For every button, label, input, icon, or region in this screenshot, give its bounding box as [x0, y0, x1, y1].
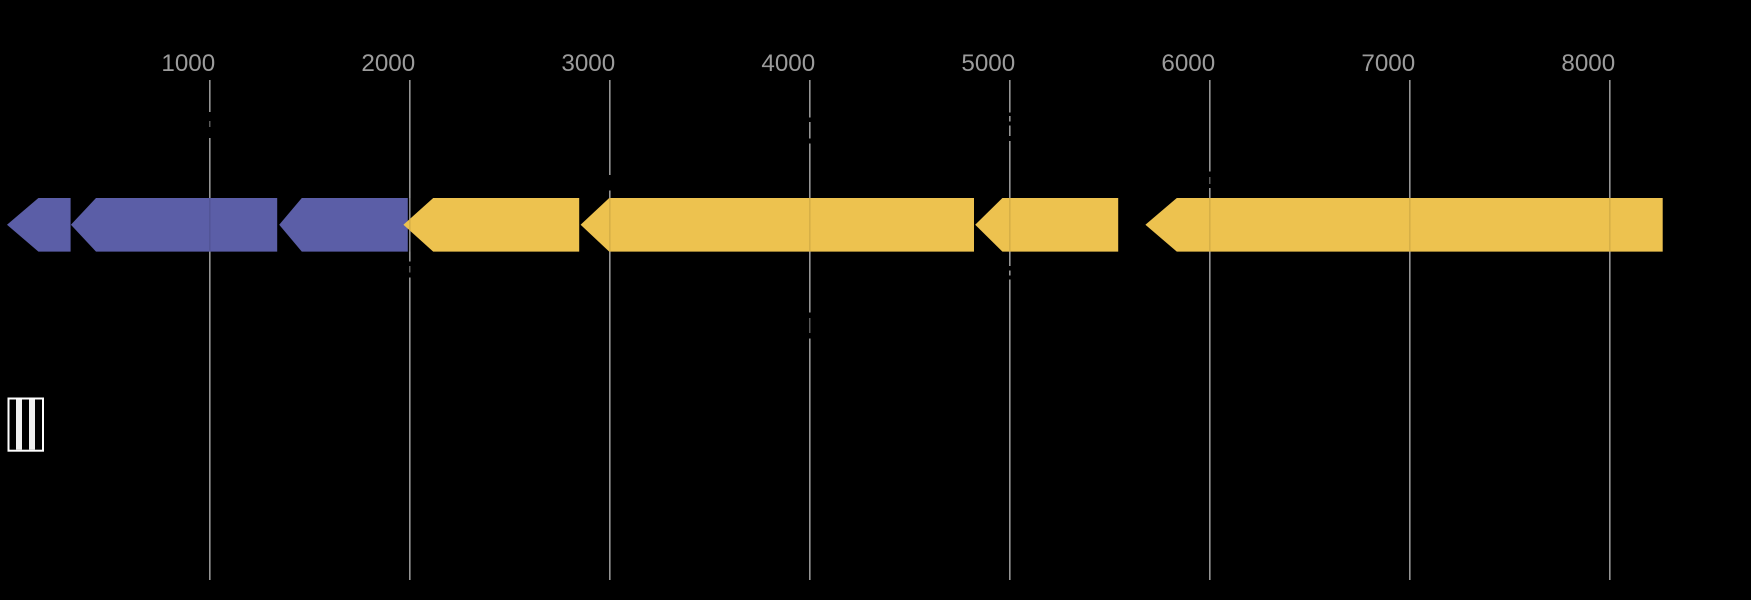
svg-text:5000: 5000	[961, 50, 1015, 77]
svg-text:4000: 4000	[761, 50, 815, 77]
svg-text:8000: 8000	[1561, 50, 1615, 77]
svg-text:3000: 3000	[561, 50, 615, 77]
svg-text:1000: 1000	[161, 50, 215, 77]
svg-text:7000: 7000	[1361, 50, 1415, 77]
svg-text:6000: 6000	[1161, 50, 1215, 77]
svg-text:2000: 2000	[361, 50, 415, 77]
